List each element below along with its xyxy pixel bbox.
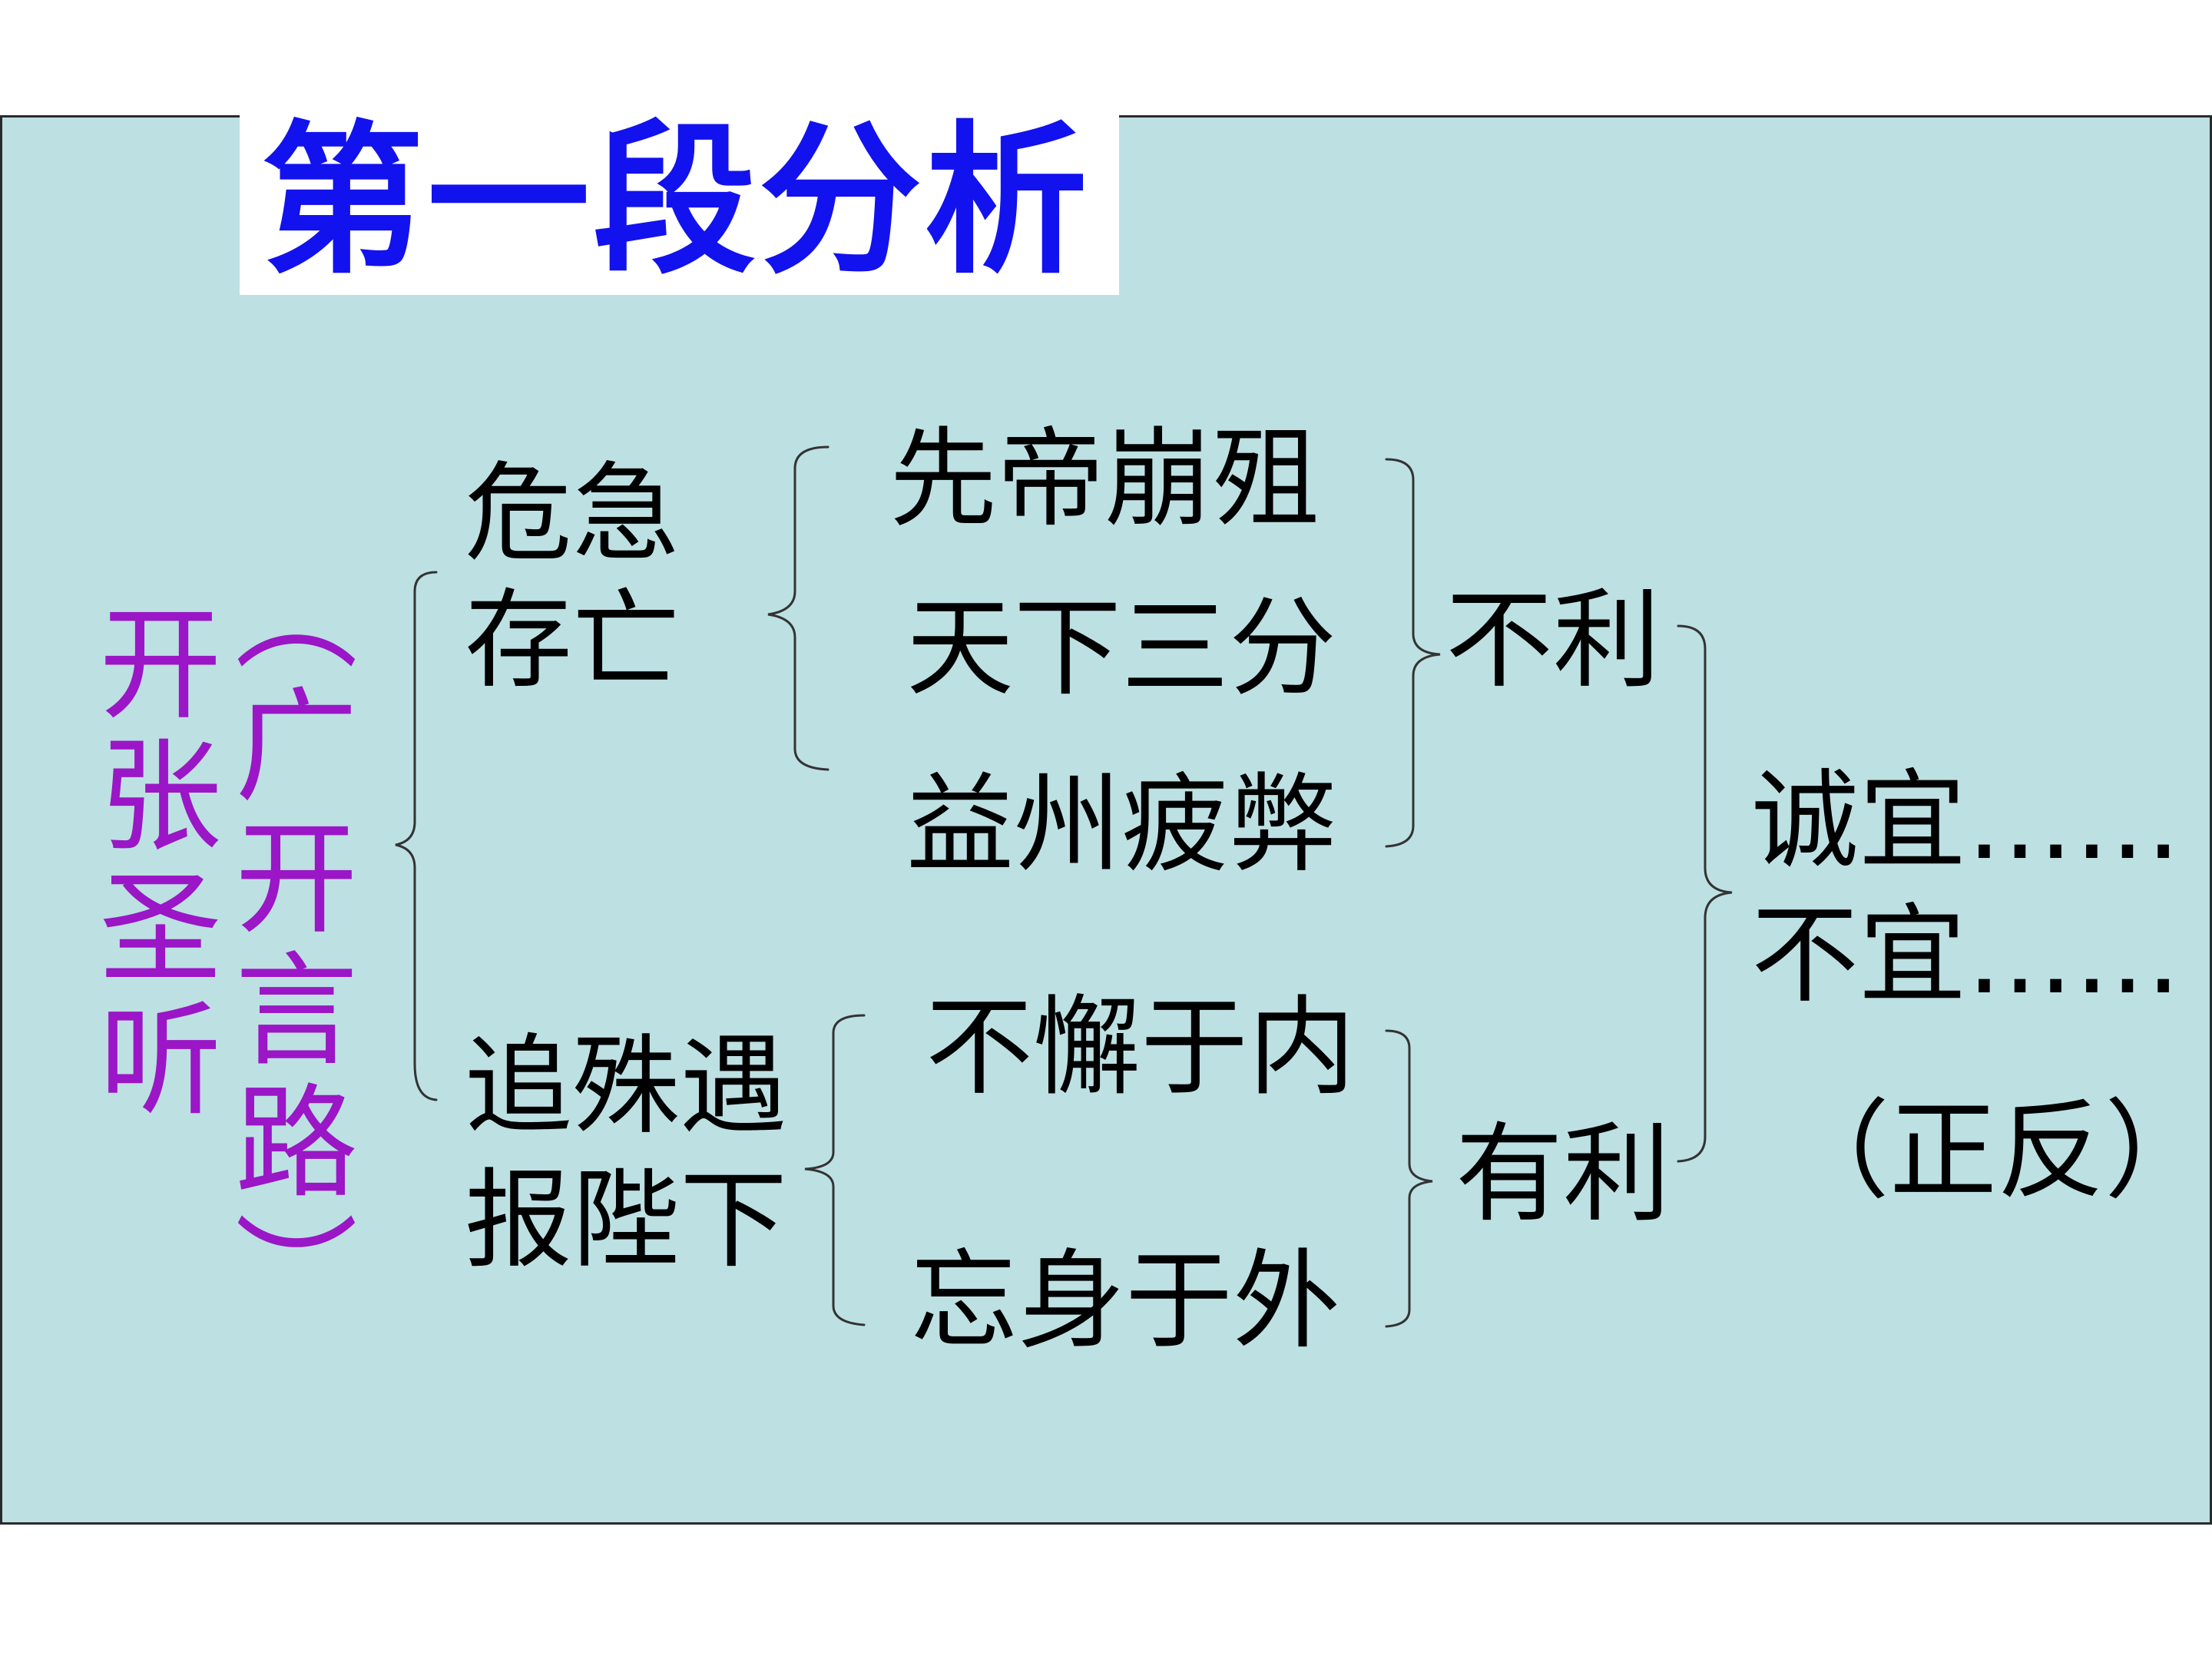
conclusion-brace bbox=[1677, 624, 1733, 1163]
bottom-head-line1: 追殊遇 bbox=[465, 1024, 788, 1149]
bottom-item-2: 忘身于外 bbox=[910, 1239, 1341, 1364]
top-head-line1: 危急 bbox=[465, 452, 680, 577]
top-result-brace bbox=[1385, 458, 1441, 848]
top-result: 不利 bbox=[1445, 578, 1661, 704]
top-item-3: 益州疲弊 bbox=[906, 763, 1337, 888]
bottom-result: 有利 bbox=[1455, 1112, 1671, 1237]
bottom-result-brace bbox=[1385, 1029, 1433, 1328]
conclusion-line2: 不宜…… bbox=[1751, 893, 2182, 1018]
diagram-panel bbox=[0, 115, 2212, 1525]
bottom-item-1: 不懈于内 bbox=[926, 985, 1356, 1111]
top-item-1: 先帝崩殂 bbox=[889, 417, 1320, 542]
left-label-open-hear: 开张圣听 bbox=[78, 599, 222, 1128]
left-label-widen-speech: （广开言路） bbox=[214, 549, 358, 1342]
top-item-2: 天下三分 bbox=[906, 586, 1337, 711]
main-brace bbox=[395, 571, 438, 1101]
bottom-head-line2: 报陛下 bbox=[465, 1158, 788, 1283]
conclusion-note: （正反） bbox=[1782, 1089, 2212, 1214]
page-title: 第一段分析 bbox=[261, 106, 1091, 296]
top-branch-brace bbox=[767, 445, 830, 771]
top-head-line2: 存亡 bbox=[465, 578, 680, 704]
bottom-branch-brace bbox=[804, 1014, 866, 1326]
conclusion-line1: 诚宜…… bbox=[1751, 759, 2182, 884]
title-box bbox=[240, 114, 1119, 295]
